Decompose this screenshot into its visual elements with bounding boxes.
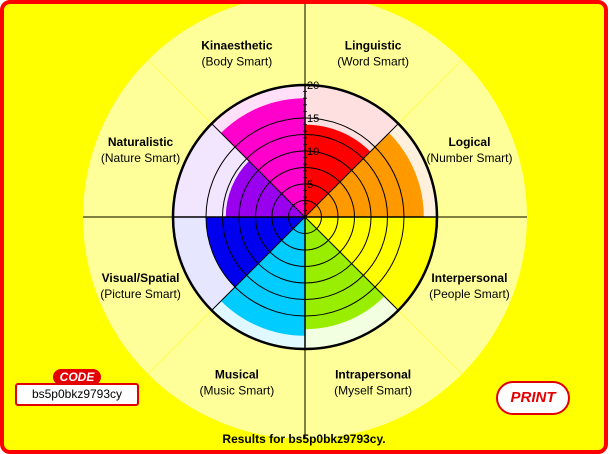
sector-name: Naturalistic (108, 135, 174, 149)
sector-value-wedge (305, 217, 437, 311)
code-value: bs5p0bkz9793cy (15, 383, 139, 406)
sector-value-wedge (225, 160, 305, 217)
sector-name: Musical (215, 367, 259, 381)
sector-value-wedge (305, 124, 371, 217)
sector-subtitle: (Body Smart) (202, 55, 273, 69)
sector-subtitle: (Nature Smart) (101, 151, 180, 165)
intelligence-radial-chart: 5 10 15 20 Linguistic (Word Smart) Logical (Nu… (83, 4, 527, 439)
sector-name: Visual/Spatial (102, 271, 180, 285)
grid-spoke (211, 216, 306, 311)
grid-spoke (211, 123, 306, 218)
tick-label: 15 (307, 113, 319, 125)
sector-subtitle: (Word Smart) (337, 55, 409, 69)
results-caption: Results for bs5p0bkz9793cy. (222, 432, 386, 446)
sector-value-wedge (206, 217, 305, 288)
grid-spoke (304, 123, 399, 218)
sector-name: Interpersonal (431, 271, 507, 285)
sector-subtitle: (Myself Smart) (334, 383, 412, 397)
sector-value-wedge (305, 132, 424, 217)
sector-value-wedge (305, 217, 385, 330)
sector-name: Kinaesthetic (201, 39, 273, 53)
tick-label: 10 (307, 146, 319, 158)
tick-label: 20 (307, 80, 319, 92)
sector-subtitle: (Music Smart) (200, 383, 275, 397)
sector-name: Logical (448, 135, 490, 149)
sector-value-wedge (220, 217, 305, 336)
sector-name: Intrapersonal (335, 367, 411, 381)
sector-subtitle: (Number Smart) (426, 151, 512, 165)
tick-label: 5 (307, 179, 313, 191)
print-button[interactable]: PRINT (496, 381, 570, 415)
sector-subtitle: (Picture Smart) (100, 287, 181, 301)
code-box: CODE bs5p0bkz9793cy (15, 369, 139, 406)
grid-spoke (304, 216, 399, 311)
sector-name: Linguistic (345, 39, 402, 53)
sector-value-wedge (220, 98, 305, 217)
code-label: CODE (53, 369, 101, 385)
sector-subtitle: (People Smart) (429, 287, 510, 301)
